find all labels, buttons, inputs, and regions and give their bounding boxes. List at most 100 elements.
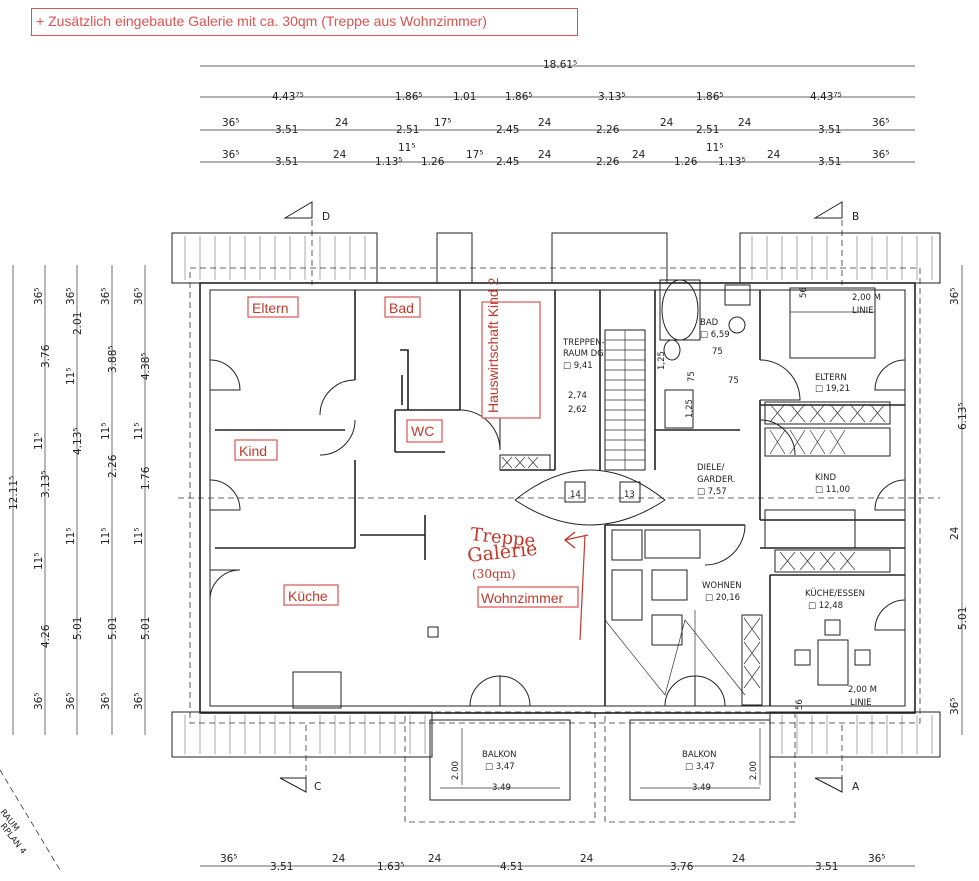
dim-lc1-0: 36⁵ bbox=[33, 287, 45, 305]
dim-r3-4: 11⁵ bbox=[398, 142, 416, 154]
label-hauswirtschaft: Hauswirtschaft Kind 2 bbox=[485, 277, 501, 413]
dim-r1-2: 1.01 bbox=[453, 91, 476, 103]
dim-lc1-2: 11⁵ bbox=[33, 432, 45, 450]
fixtures bbox=[292, 279, 891, 709]
mark-75c: 75 bbox=[687, 371, 697, 382]
dim-r3-12: 11⁵ bbox=[706, 142, 724, 154]
dim-lc1-5: 4.26 bbox=[40, 624, 52, 648]
dim-b-3: 1.63⁵ bbox=[377, 861, 405, 873]
red-labels: Eltern Bad Hauswirtschaft Kind 2 Kind WC… bbox=[234, 277, 579, 608]
dim-lc4-5: 5.01 bbox=[140, 617, 152, 640]
dim-overall: 18.61⁵ bbox=[543, 59, 577, 71]
dim-b-1: 3.51 bbox=[270, 861, 293, 873]
dim-r3-13: 1.13⁵ bbox=[718, 156, 746, 168]
bad-name: BAD bbox=[700, 318, 719, 328]
dim-lc2-5: 5.01 bbox=[72, 617, 84, 640]
stair-count-b: 13 bbox=[624, 490, 635, 500]
dim-lc2-2: 11⁵ bbox=[65, 367, 77, 385]
dim-b-2: 24 bbox=[332, 853, 346, 865]
dim-r1-0: 4.43⁷⁵ bbox=[272, 91, 304, 103]
dim-b-6: 24 bbox=[580, 853, 594, 865]
doors bbox=[209, 359, 906, 707]
dim-r2-11: 3.51 bbox=[818, 124, 841, 136]
dim-r3-0: 36⁵ bbox=[222, 149, 240, 161]
dim-lc1-6: 36⁵ bbox=[33, 692, 45, 710]
corner-fragment: RAUM RPLAN 4 bbox=[0, 769, 61, 871]
dim-r2-0: 36⁵ bbox=[222, 117, 240, 129]
balkon-right-name: BALKON bbox=[682, 750, 717, 760]
label-kind: Kind bbox=[239, 443, 267, 459]
dim-r2-6: 24 bbox=[538, 117, 552, 129]
section-a: A bbox=[852, 781, 860, 793]
dim-right-0: 36⁵ bbox=[949, 287, 961, 305]
treppenraum-name1: TREPPEN- bbox=[562, 338, 605, 348]
handwritten-note: Treppe Galerie (30qm) bbox=[466, 524, 589, 641]
dim-r2-9: 2.51 bbox=[696, 124, 719, 136]
dim-r3-7: 2.45 bbox=[496, 156, 519, 168]
dim-lc1-4: 11⁵ bbox=[33, 552, 45, 570]
dim-r2-7: 2.26 bbox=[596, 124, 620, 136]
dim-r3-6: 17⁵ bbox=[466, 149, 484, 161]
dim-r3-9: 2.26 bbox=[596, 156, 620, 168]
dim-lc2-3: 4.13⁵ bbox=[72, 427, 84, 455]
dim-r2-8: 24 bbox=[660, 117, 674, 129]
room-texts: TREPPEN- RAUM DG □ 9,41 2,74 2,62 BAD □ … bbox=[451, 287, 881, 793]
stair-count-a: 14 bbox=[570, 490, 581, 500]
mark-56: 56 bbox=[799, 287, 809, 298]
dim-lc3-0: 36⁵ bbox=[100, 287, 112, 305]
balkon-right-width: 3.49 bbox=[692, 783, 711, 793]
dim-r3-16: 36⁵ bbox=[872, 149, 890, 161]
dim-lc2-4: 11⁵ bbox=[65, 527, 77, 545]
treppenraum-h2: 2,62 bbox=[568, 405, 587, 415]
dim-b-10: 36⁵ bbox=[868, 853, 886, 865]
mark-125b: 1,25 bbox=[657, 351, 667, 370]
dim-lc1-3: 3.13⁵ bbox=[40, 470, 52, 498]
dim-right-3: 5.01 bbox=[957, 607, 969, 630]
dim-left-outer: 12.11⁵ bbox=[8, 476, 20, 510]
staircase: 14 13 bbox=[514, 329, 746, 706]
treppenraum-h1: 2,74 bbox=[568, 391, 587, 401]
line-bottom-sub: LINIE bbox=[850, 698, 871, 708]
dim-lc3-6: 36⁵ bbox=[100, 692, 112, 710]
dim-r3-15: 3.51 bbox=[818, 156, 841, 168]
balkon-left-name: BALKON bbox=[482, 750, 517, 760]
section-b: B bbox=[852, 211, 859, 223]
section-markers: D B C A bbox=[279, 201, 860, 793]
dim-right-2: 24 bbox=[949, 526, 961, 540]
dim-r2-12: 36⁵ bbox=[872, 117, 890, 129]
dim-r1-4: 3.13⁵ bbox=[598, 91, 626, 103]
dim-lc2-1: 2.01 bbox=[72, 312, 84, 335]
mark-125a: 1,25 bbox=[685, 399, 695, 418]
label-eltern: Eltern bbox=[252, 300, 289, 316]
kind-name: KIND bbox=[815, 473, 836, 483]
dim-r3-11: 1.26 bbox=[674, 156, 698, 168]
dim-lc3-3: 2.26 bbox=[107, 454, 119, 478]
line-top-sub: LINIE bbox=[852, 306, 873, 316]
dim-b-8: 24 bbox=[732, 853, 746, 865]
diele-area: □ 7,57 bbox=[697, 487, 727, 497]
dim-lc4-2: 11⁵ bbox=[133, 422, 145, 440]
dim-r3-2: 24 bbox=[333, 149, 347, 161]
dim-lc4-1: 4.38⁵ bbox=[140, 352, 152, 380]
dim-r1-6: 4.43⁷⁵ bbox=[810, 91, 842, 103]
dim-r2-5: 2.45 bbox=[496, 124, 519, 136]
balkon-left-width: 3.49 bbox=[492, 783, 511, 793]
eltern-area: □ 19,21 bbox=[815, 384, 850, 394]
dim-r2-1: 3.51 bbox=[275, 124, 298, 136]
section-d: D bbox=[322, 211, 330, 223]
wohnen-area: □ 20,16 bbox=[705, 593, 740, 603]
balkon-left-area: □ 3,47 bbox=[485, 762, 515, 772]
dim-b-4: 24 bbox=[428, 853, 442, 865]
dim-lc3-2: 11⁵ bbox=[100, 422, 112, 440]
annotation-note: + Zusätzlich eingebaute Galerie mit ca. … bbox=[31, 8, 578, 36]
dim-lc2-6: 36⁵ bbox=[65, 692, 77, 710]
dim-lc3-1: 3.88⁵ bbox=[107, 345, 119, 373]
dim-r1-3: 1.86⁵ bbox=[505, 91, 533, 103]
dim-lc4-0: 36⁵ bbox=[133, 287, 145, 305]
dim-b-7: 3.76 bbox=[670, 861, 694, 873]
dim-r2-4: 17⁵ bbox=[434, 117, 452, 129]
dim-lc3-5: 5.01 bbox=[107, 617, 119, 640]
dim-lc3-4: 11⁵ bbox=[100, 527, 112, 545]
dim-r3-1: 3.51 bbox=[275, 156, 298, 168]
